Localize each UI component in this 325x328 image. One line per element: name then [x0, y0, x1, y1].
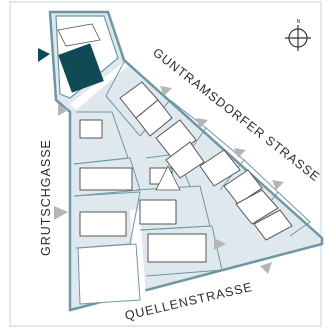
- street-label-grutschgasse: GRUTSCHGASSE: [39, 139, 53, 256]
- arrow-icon: [234, 148, 246, 158]
- lower-left-plot: [77, 243, 141, 305]
- arrow-icon: [196, 118, 208, 128]
- arrow-icon: [58, 104, 68, 116]
- arrow-icon: [272, 180, 284, 190]
- location-marker-icon: [38, 48, 50, 62]
- compass-north-label: N: [297, 19, 301, 25]
- arrow-icon: [160, 86, 172, 96]
- highlighted-building: [58, 43, 104, 93]
- compass-icon: N: [285, 19, 311, 51]
- direction-arrows: [54, 86, 284, 274]
- arrow-icon: [54, 206, 68, 220]
- map-frame: [9, 1, 322, 327]
- arrow-icon: [214, 238, 226, 250]
- center-triangle: [155, 165, 181, 191]
- arrow-icon: [260, 262, 272, 274]
- street-corridor-2: [130, 210, 146, 302]
- street-corridor: [70, 62, 128, 110]
- tower-outline: [57, 23, 101, 47]
